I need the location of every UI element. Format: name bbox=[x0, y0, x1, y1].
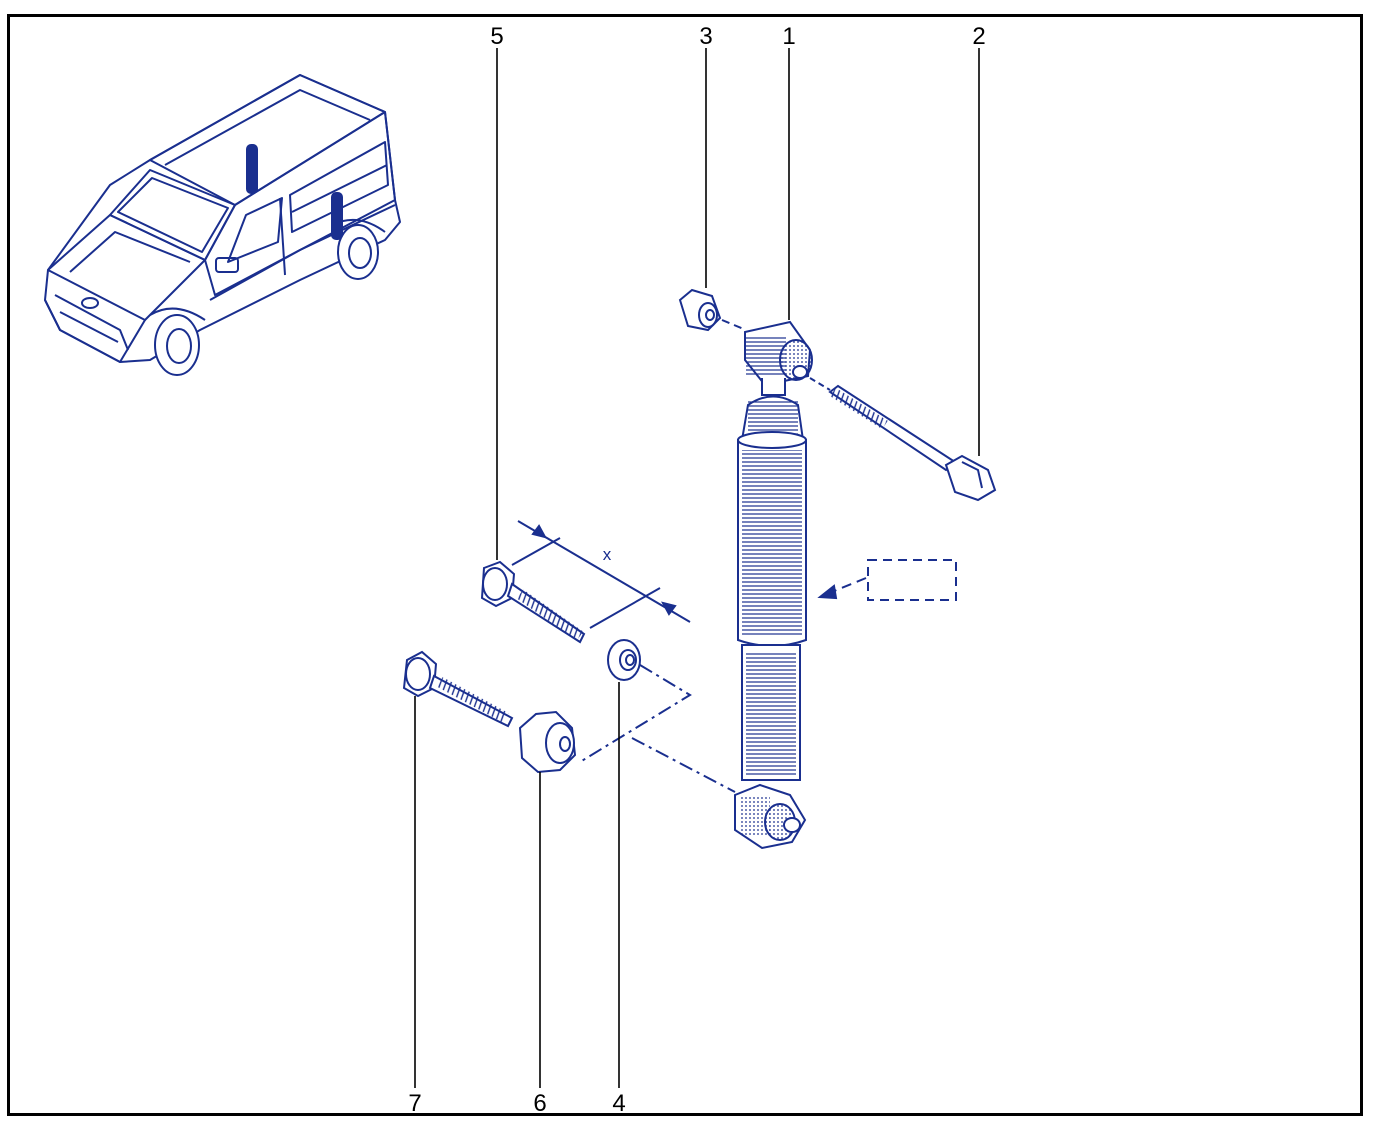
bushing bbox=[518, 710, 577, 774]
callout-6: 6 bbox=[533, 1090, 546, 1117]
callout-2: 2 bbox=[972, 23, 985, 50]
bolt-5 bbox=[480, 560, 586, 644]
nut-axis-line bbox=[721, 319, 747, 331]
reference-box bbox=[817, 559, 957, 601]
bolt-7 bbox=[402, 650, 514, 728]
assembly-lines bbox=[579, 664, 736, 793]
callout-5: 5 bbox=[490, 23, 503, 50]
nut bbox=[678, 288, 722, 332]
callout-lines bbox=[414, 48, 980, 1088]
shock-absorber bbox=[734, 320, 813, 850]
callout-4: 4 bbox=[612, 1090, 625, 1117]
callout-3: 3 bbox=[699, 23, 712, 50]
dimension-label: x bbox=[603, 545, 612, 564]
van-illustration bbox=[44, 74, 401, 376]
washer bbox=[607, 639, 641, 681]
bolt-axis-line bbox=[809, 377, 831, 391]
bolt-upper bbox=[828, 384, 997, 502]
diagram-frame bbox=[7, 14, 1363, 1116]
callout-7: 7 bbox=[408, 1090, 421, 1117]
callout-1: 1 bbox=[782, 23, 795, 50]
dimension-x bbox=[511, 520, 691, 629]
